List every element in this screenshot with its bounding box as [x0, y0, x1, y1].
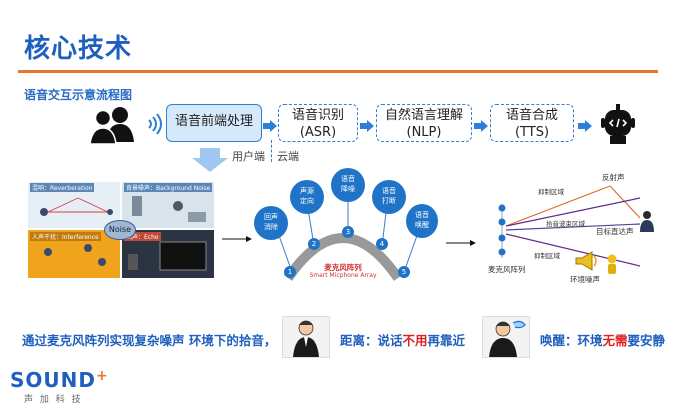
panel-arrow-icon: [222, 228, 252, 242]
noise-center-label: Noise: [108, 225, 132, 234]
reverb-label: 混响：Reverberation: [30, 183, 95, 192]
beam-lines: [498, 185, 641, 267]
bg-noise-label: 背景噪声：Background Noise: [124, 183, 213, 192]
big-down-arrow-icon: [192, 148, 228, 172]
mic-node-number: 2: [308, 238, 320, 250]
pickup-label: 拾音波束区域: [546, 220, 585, 228]
page-title: 核心技术: [24, 34, 133, 64]
distance-prefix: 距离：说话: [340, 333, 403, 348]
panel-arrow-icon: [446, 232, 476, 246]
flow-step-label: 语音前端处理: [174, 114, 253, 129]
mic-node: 语音 打断: [372, 180, 406, 214]
flow-step-sublabel: (NLP): [406, 125, 442, 140]
direct-label: 目标直达声: [596, 227, 634, 236]
speaker-person-icon: [638, 210, 656, 232]
distance-suffix: 再靠近: [427, 333, 466, 348]
flow-step-sublabel: (ASR): [299, 125, 337, 140]
flow-step-nlp: 自然语言理解 (NLP): [376, 104, 472, 142]
wake-prefix: 唤醒：环境: [540, 333, 603, 348]
noise-scene-drawings: [40, 196, 207, 271]
mic-node-number: 5: [398, 266, 410, 278]
mic-node: 语音 降噪: [331, 168, 365, 202]
sound-waves-icon: [146, 112, 164, 136]
section-subtitle: 语音交互示意流程图: [24, 88, 133, 102]
flow-step-label: 自然语言理解: [384, 108, 463, 123]
brand-tagline: 声 加 科 技: [24, 395, 83, 405]
title-divider: [18, 70, 658, 73]
mic-array-caption: 麦克风阵列: [324, 263, 362, 272]
suppress-bottom-label: 抑制区域: [534, 252, 560, 260]
flow-step-frontend: 语音前端处理: [166, 104, 262, 142]
cloud-side-label: 云端: [277, 150, 299, 163]
distance-text: 距离：说话不用再靠近: [340, 330, 465, 349]
mic-node: 声源 定向: [290, 180, 324, 214]
user-group-icon: [88, 104, 140, 145]
reflect-label: 反射声: [602, 173, 625, 182]
wake-suffix: 要安静: [627, 333, 666, 348]
beamforming-diagram: 反射声 抑制区域 拾音波束区域 目标直达声 抑制区域 环境噪声 麦克风阵列: [480, 166, 670, 290]
noise-character-icon: [604, 254, 620, 276]
suppress-top-label: 抑制区域: [538, 188, 564, 196]
noise-center-badge: Noise: [104, 220, 136, 240]
wake-highlight: 无需: [602, 333, 628, 348]
mic-array-diagram: 回声 消除 声源 定向 语音 降噪 语音 打断 语音 唤醒 1 2 3 4 5 …: [248, 168, 438, 292]
user-side-label: 用户端: [232, 150, 265, 163]
mic-node-number: 1: [284, 266, 296, 278]
loudspeaker-icon: [574, 250, 600, 272]
flow-step-sublabel: (TTS): [514, 125, 550, 140]
flow-step-label: 语音识别: [291, 108, 344, 123]
mic-node: 回声 消除: [254, 206, 288, 240]
mic-array-caption-en: Smart Micphone Array: [309, 272, 377, 279]
bottom-caption: 通过麦克风阵列实现复杂噪声 环境下的拾音，: [22, 333, 277, 348]
flow-step-label: 语音合成: [505, 108, 558, 123]
robot-icon: [600, 104, 636, 144]
echo-label: 回声：Echo: [124, 232, 161, 241]
flow-arrow-icon: [474, 117, 488, 132]
env-noise-label: 环境噪声: [570, 275, 600, 284]
noise-scenarios-panel: 混响：Reverberation 背景噪声：Background Noise 人…: [28, 182, 214, 278]
wake-text: 唤醒：环境无需要安静: [540, 330, 665, 349]
flow-step-asr: 语音识别 (ASR): [278, 104, 358, 142]
shouting-person-illustration: [482, 316, 530, 358]
flow-arrow-icon: [360, 117, 374, 132]
flow-step-tts: 语音合成 (TTS): [490, 104, 574, 142]
array-label: 麦克风阵列: [488, 265, 526, 274]
flow-arrow-icon: [578, 117, 592, 132]
brand-logo: SOUND+: [10, 368, 108, 392]
distance-highlight: 不用: [402, 333, 428, 348]
mic-node-number: 3: [342, 226, 354, 238]
flow-arrow-icon: [263, 117, 277, 132]
brand-name: SOUND: [10, 368, 96, 392]
interference-label: 人声干扰：Interference: [30, 232, 101, 241]
person-illustration: [282, 316, 330, 358]
brand-plus: +: [96, 368, 108, 384]
mic-node: 语音 唤醒: [406, 204, 438, 238]
side-divider: [271, 140, 272, 162]
mic-node-number: 4: [376, 238, 388, 250]
